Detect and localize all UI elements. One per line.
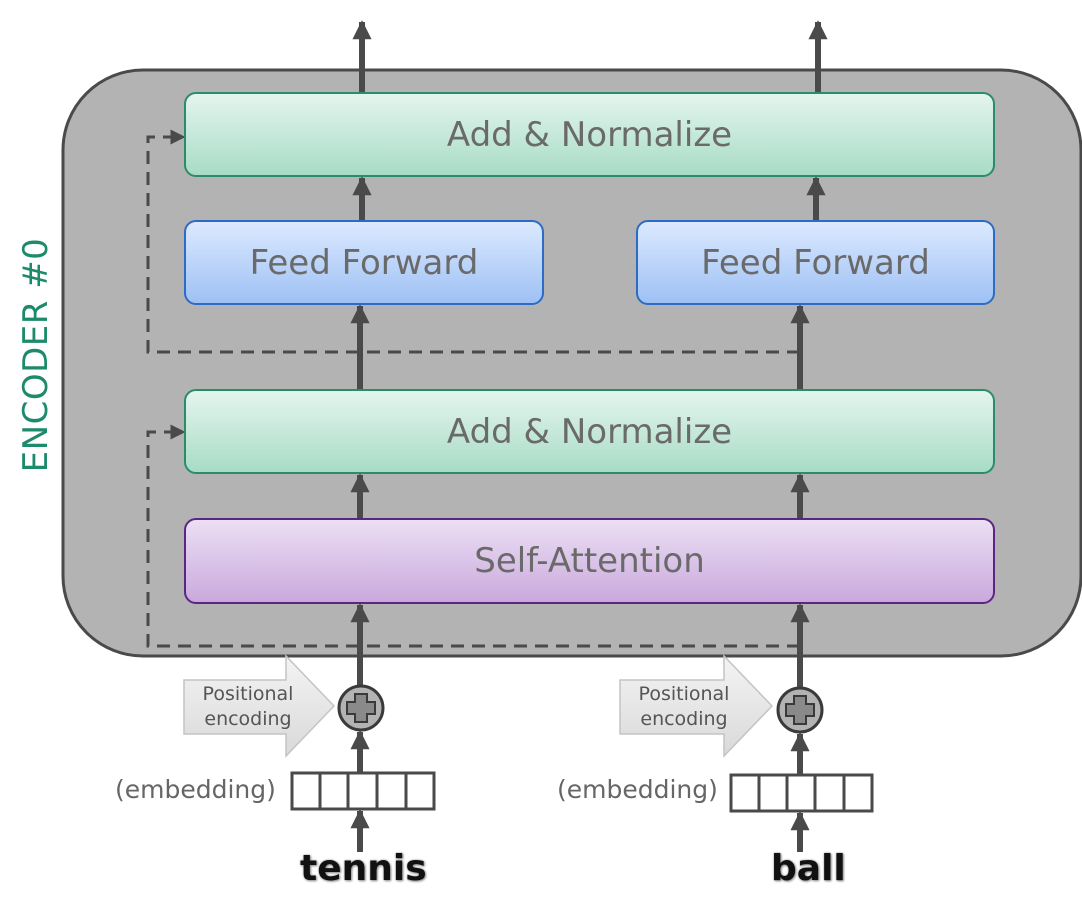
embedding-label-right: (embedding) [557,775,718,804]
positional-encoding-line1: Positional [202,683,294,705]
encoder-label: ENCODER #0 [16,237,56,473]
residual-connection-upper [146,129,800,354]
input-word-tennis: tennis [300,848,427,889]
add-normalize-top-block: Add & Normalize [184,92,995,177]
embedding-label-left: (embedding) [115,775,276,804]
encoder-container [61,68,1082,658]
plus-icon-right [785,695,815,725]
positional-encoding-line2: encoding [640,708,728,730]
positional-encoding-line1: Positional [638,683,730,705]
feed-forward-right-block: Feed Forward [636,220,995,305]
embedding-vector-right [729,773,874,813]
positional-encoding-label-left: Positional encoding [183,682,313,732]
positional-encoding-arrow-right [619,654,774,758]
plus-icon-left [346,693,376,723]
positional-encoding-line2: encoding [204,708,292,730]
residual-connection-lower [146,424,800,648]
embedding-vector-left [290,771,436,811]
positional-encoding-label-right: Positional encoding [619,682,749,732]
self-attention-block: Self-Attention [184,518,995,604]
positional-encoding-arrow-left [183,654,336,758]
input-word-ball: ball [771,848,846,889]
feed-forward-left-block: Feed Forward [184,220,544,305]
add-normalize-bottom-block: Add & Normalize [184,389,995,474]
